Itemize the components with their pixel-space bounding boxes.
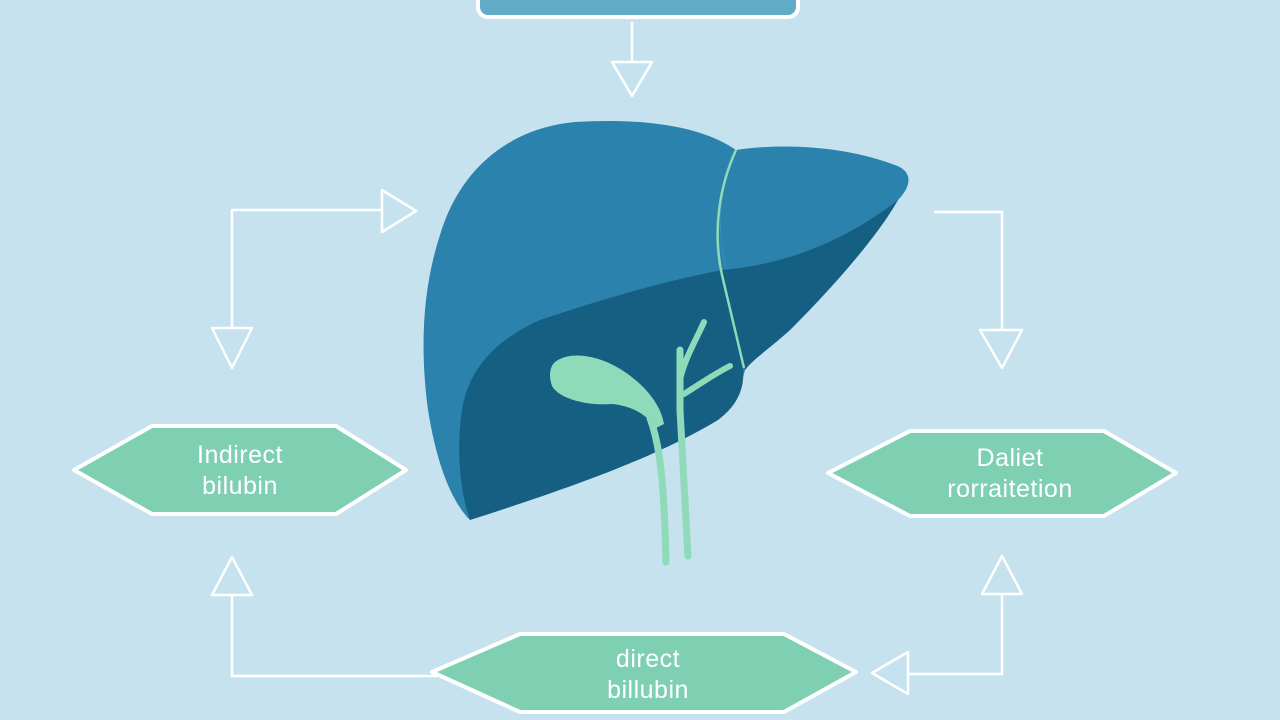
direct-conjugation-line1: Daliet — [976, 444, 1044, 472]
liver-right-lobe-shadow — [722, 200, 898, 370]
direct-bilirubin-line2: billubin — [607, 676, 689, 704]
direct-bilirubin-label: direct billubin — [548, 644, 748, 706]
down-arrow-icon — [610, 60, 654, 98]
direct-conjugation-line2: rorraitetion — [947, 475, 1073, 503]
direct-bilirubin-line1: direct — [615, 645, 681, 673]
direct-bilirubin-node — [430, 632, 858, 714]
gallbladder — [550, 355, 664, 428]
down-arrow-icon — [210, 326, 254, 370]
right-arrow-icon — [380, 188, 418, 234]
liver-illustration — [423, 120, 909, 566]
cystic-duct — [646, 414, 670, 566]
left-connector — [210, 188, 440, 678]
direct-conjugation-label: Daliet rorraitetion — [892, 443, 1128, 505]
indirect-bilirubin-node — [72, 424, 408, 516]
liver-lobe-divider — [716, 149, 746, 369]
right-connector — [870, 210, 1024, 696]
indirect-bilirubin-line1: Indirect — [197, 441, 283, 469]
top-connector — [610, 22, 654, 98]
indirect-bilirubin-label: Indirect bilubin — [140, 440, 340, 502]
indirect-bilirubin-line2: bilubin — [202, 472, 278, 500]
right-hepatic-duct — [681, 363, 733, 397]
left-arrow-icon — [870, 650, 910, 696]
top-bar-node — [476, 0, 800, 19]
down-arrow-icon — [978, 328, 1024, 370]
up-arrow-icon — [980, 554, 1024, 596]
direct-conjugation-node — [826, 429, 1178, 518]
left-hepatic-duct — [677, 319, 707, 383]
up-arrow-icon — [210, 555, 254, 597]
